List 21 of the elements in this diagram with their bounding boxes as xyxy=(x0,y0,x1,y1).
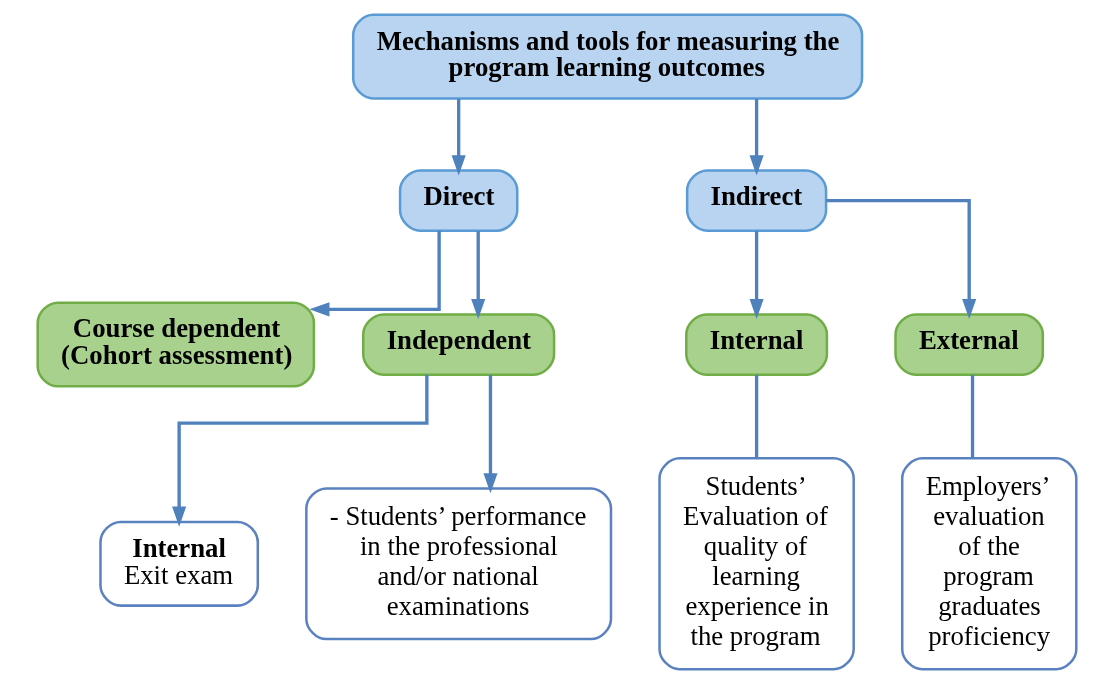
node-box: Employers’ evaluation of the program graduates proficiency xyxy=(900,457,1078,671)
node-box: Independent xyxy=(361,313,555,376)
arrow xyxy=(749,231,764,320)
arrow xyxy=(470,231,485,320)
node-box: Indirect xyxy=(685,169,827,232)
connector xyxy=(970,375,974,459)
arrow xyxy=(749,99,764,176)
node-box: - Students’ performance in the professional and/or national examinations xyxy=(304,487,612,641)
node-box: Students’ Evaluation of quality of learning experience in the program xyxy=(657,457,855,671)
arrow xyxy=(451,99,466,176)
connector xyxy=(754,375,758,459)
node-box: Internal xyxy=(684,313,828,376)
arrow xyxy=(482,375,497,494)
arrow xyxy=(825,198,976,320)
node-box: External xyxy=(893,313,1044,376)
arrow xyxy=(171,374,429,527)
node-box: Course dependent (Cohort assessment) xyxy=(35,301,315,388)
arrow xyxy=(308,230,441,317)
node-box: Direct xyxy=(398,169,518,232)
node-box: Internal Exit exam xyxy=(98,520,259,607)
node-box: Mechanisms and tools for measuring the program learning outcomes xyxy=(351,13,863,100)
